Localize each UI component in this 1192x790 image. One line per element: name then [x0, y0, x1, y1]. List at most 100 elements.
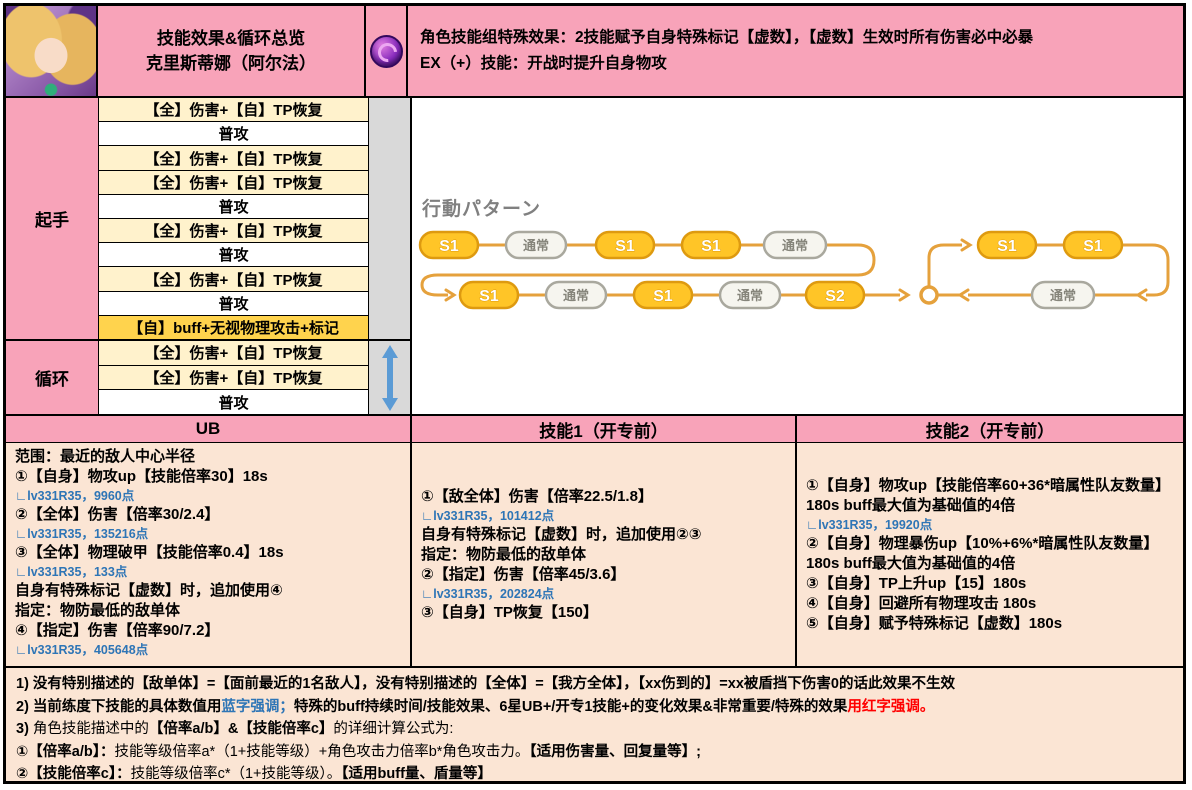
ub-column: UB 范围：最近的敌人中心半径 ①【自身】物攻up【技能倍率30】18s ∟lv… [6, 416, 410, 666]
pattern-node-normal: 通常 [718, 280, 782, 310]
ub-details: 范围：最近的敌人中心半径 ①【自身】物攻up【技能倍率30】18s ∟lv331… [6, 443, 410, 666]
skill-effect-line: ③【自身】TP上升up【15】180s [806, 574, 1027, 592]
element-icon-cell [366, 6, 408, 96]
svg-text:通常: 通常 [782, 238, 808, 253]
note-segment: 的详细计算公式为: [333, 721, 454, 737]
pattern-node-s1: S1 [594, 230, 656, 260]
loop-label: 循环 [6, 341, 98, 414]
svg-text:S1: S1 [479, 288, 499, 305]
ub-header: UB [6, 416, 410, 443]
svg-text:通常: 通常 [563, 288, 589, 303]
skill-effect-line: 指定：物防最低的敌单体 [15, 602, 181, 619]
skill-value-line: ∟lv331R35，19920点 [806, 517, 933, 532]
svg-text:通常: 通常 [1050, 288, 1076, 303]
rotation-step: 【自】buff+无视物理攻击+标记 [99, 314, 368, 340]
svg-text:S1: S1 [439, 238, 459, 255]
skill-effect-line: ②【自身】物理暴伤up【10%+6%*暗属性队友数量】180s buff最大值为… [806, 534, 1159, 572]
note-segment: 技能等级倍率c*（1+技能等级）。 [130, 766, 342, 782]
header-row: 技能效果&循环总览 克里斯蒂娜（阿尔法） 角色技能组特殊效果：2技能赋予自身特殊… [6, 6, 1183, 98]
rotation-step: 【全】伤害+【自】TP恢复 [99, 341, 368, 365]
skill-effect-line: ①【自身】物攻up【技能倍率30】18s [15, 468, 268, 485]
loop-marker-column [368, 98, 410, 414]
skill-effect-line: ④【指定】伤害【倍率90/7.2】 [15, 622, 220, 639]
rotation-step: 普攻 [99, 193, 368, 219]
note-segment-blue: 蓝字强调； [221, 698, 294, 715]
skill-value-line: ∟lv331R35，101412点 [421, 508, 555, 523]
opening-label: 起手 [6, 98, 98, 341]
page-title: 技能效果&循环总览 克里斯蒂娜（阿尔法） [98, 6, 366, 96]
note-segment: 【适用伤害量、回复量等】; [529, 743, 701, 760]
skill-value-line: ∟lv331R35，135216点 [15, 527, 149, 541]
title-line1: 技能效果&循环总览 [156, 29, 306, 48]
skill-effect-line: ②【全体】伤害【倍率30/2.4】 [15, 506, 220, 523]
skill1-details: ①【敌全体】伤害【倍率22.5/1.8】 ∟lv331R35，101412点 自… [412, 443, 795, 666]
pattern-node-s1: S1 [680, 230, 742, 260]
character-avatar [6, 6, 98, 96]
skill1-header: 技能1（开专前） [412, 416, 795, 443]
note-segment: 1) 没有特别描述的【敌单体】=【面前最近的1名敌人】，没有特别描述的【全体】=… [16, 676, 955, 692]
skill2-column: 技能2（开专前） ①【自身】物攻up【技能倍率60+36*暗属性队友数量】180… [795, 416, 1183, 666]
svg-text:S1: S1 [1083, 238, 1103, 255]
svg-text:S1: S1 [615, 238, 635, 255]
rotation-step: 普攻 [99, 389, 368, 415]
note-line-3: 3) 角色技能描述中的【倍率a/b】&【技能倍率c】的详细计算公式为: [16, 718, 1173, 741]
rotation-step: 【全】伤害+【自】TP恢复 [99, 266, 368, 291]
skill-value-line: ∟lv331R35，202824点 [421, 586, 555, 601]
note-line-2: 2) 当前练度下技能的具体数值用蓝字强调；特殊的buff持续时间/技能效果、6星… [16, 696, 1173, 719]
skill-effect-line: ⑤【自身】赋予特殊标记【虚数】180s [806, 614, 1063, 632]
skill-effect-line: ②【指定】伤害【倍率45/3.6】 [421, 565, 626, 583]
svg-text:S1: S1 [653, 288, 673, 305]
svg-text:通常: 通常 [737, 288, 763, 303]
pattern-node-normal: 通常 [1030, 280, 1096, 310]
pattern-node-s2: S2 [804, 280, 866, 310]
svg-text:S1: S1 [701, 238, 721, 255]
skill2-details: ①【自身】物攻up【技能倍率60+36*暗属性队友数量】180s buff最大值… [797, 443, 1183, 666]
loop-rows: 【全】伤害+【自】TP恢复 【全】伤害+【自】TP恢复 普攻 [99, 341, 368, 415]
skill-effect-line: 范围：最近的敌人中心半径 [15, 448, 196, 465]
opening-rows: 【全】伤害+【自】TP恢复 普攻 【全】伤害+【自】TP恢复 【全】伤害+【自】… [99, 98, 368, 341]
loop-junction-node [919, 285, 939, 305]
rotation-step: 【全】伤害+【自】TP恢复 [99, 218, 368, 243]
special-effect-line1: 角色技能组特殊效果：2技能赋予自身特殊标记【虚数】，【虚数】生效时所有伤害必中必… [420, 29, 1034, 46]
note-segment: 3) [16, 721, 33, 737]
note-segment: ②【技能倍率c】： [16, 766, 131, 782]
skill-value-line: ∟lv331R35，133点 [15, 565, 128, 579]
note-line-4: ①【倍率a/b】：技能等级倍率a*（1+技能等级）+角色攻击力倍率b*角色攻击力… [16, 741, 1173, 764]
skill-effect-line: 指定：物防最低的敌单体 [421, 545, 587, 563]
svg-text:S2: S2 [825, 288, 845, 305]
action-pattern-panel: 行動パターン S1 通常 S1 S1 通常 S1 通常 [410, 98, 1183, 416]
dark-element-icon [369, 34, 403, 68]
note-segment: 技能等级倍率a*（1+技能等级）+角色攻击力倍率b*角色攻击力。 [114, 743, 530, 760]
title-line2: 克里斯蒂娜（阿尔法） [146, 54, 316, 73]
skill-effect-line: ③【全体】物理破甲【技能倍率0.4】18s [15, 544, 284, 561]
pattern-node-s1: S1 [458, 280, 520, 310]
svg-text:通常: 通常 [523, 238, 549, 253]
note-segment: 2) 当前练度下技能的具体数值用 [16, 698, 222, 715]
loop-range-indicator [369, 341, 410, 414]
pattern-node-normal: 通常 [504, 230, 568, 260]
rotation-step: 【全】伤害+【自】TP恢复 [99, 145, 368, 170]
skill-effect-line: 自身有特殊标记【虚数】时，追加使用④ [15, 582, 283, 599]
skill-value-line: ∟lv331R35，405648点 [15, 643, 149, 657]
gray-spacer [369, 98, 410, 341]
footnotes: 1) 没有特别描述的【敌单体】=【面前最近的1名敌人】，没有特别描述的【全体】=… [6, 668, 1183, 782]
skill2-header: 技能2（开专前） [797, 416, 1183, 443]
rotation-step: 【全】伤害+【自】TP恢复 [99, 169, 368, 194]
rotation-step: 【全】伤害+【自】TP恢复 [99, 364, 368, 390]
special-effect-line2: EX（+）技能：开战时提升自身物攻 [420, 55, 667, 72]
action-pattern-title: 行動パターン [422, 199, 542, 220]
pattern-node-normal: 通常 [762, 230, 828, 260]
skill-guide-sheet: 技能效果&循环总览 克里斯蒂娜（阿尔法） 角色技能组特殊效果：2技能赋予自身特殊… [3, 3, 1186, 784]
rotation-step: 普攻 [99, 121, 368, 146]
skill-effect-line: ①【敌全体】伤害【倍率22.5/1.8】 [421, 487, 653, 505]
rotation-step: 【全】伤害+【自】TP恢复 [99, 98, 368, 122]
skill-effect-line: ①【自身】物攻up【技能倍率60+36*暗属性队友数量】180s buff最大值… [806, 476, 1170, 514]
loop-range-arrow [381, 344, 398, 411]
special-effect-description: 角色技能组特殊效果：2技能赋予自身特殊标记【虚数】，【虚数】生效时所有伤害必中必… [408, 6, 1183, 96]
pattern-node-s1: S1 [632, 280, 694, 310]
rotation-step: 普攻 [99, 242, 368, 267]
svg-text:S1: S1 [997, 238, 1017, 255]
note-segment: 【倍率a/b】&【技能倍率c】 [148, 721, 334, 737]
skill-effect-line: ③【自身】TP恢复【150】 [421, 603, 598, 621]
pattern-node-s1: S1 [1062, 230, 1124, 260]
